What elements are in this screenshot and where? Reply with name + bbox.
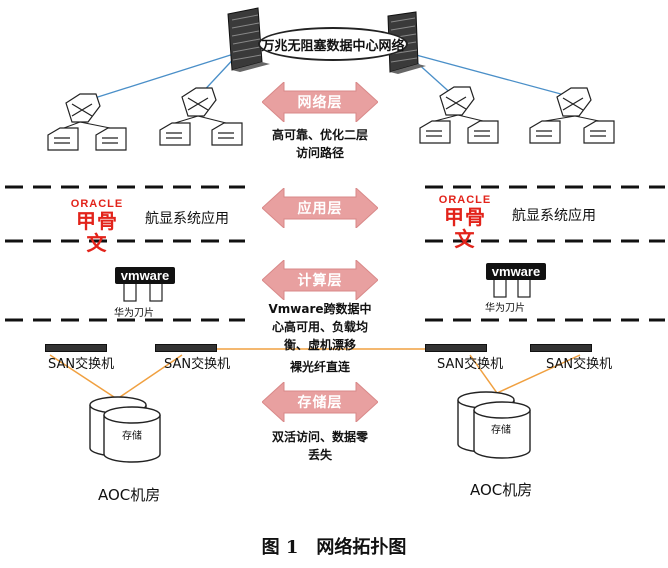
room-label-right: AOC机房 [470,481,533,499]
san-switch-label: SAN交换机 [164,357,231,372]
room-label-left: AOC机房 [98,486,161,504]
layer-label-storage: 存储层 [297,395,343,411]
oracle-logo-cn-text: 甲骨文 [444,205,486,251]
network-layer-description: 高可靠、优化二层访问路径 [271,128,368,160]
core-network-label: 万兆无阻塞数据中心网络 [261,38,405,54]
access-switch-icon [419,120,451,144]
vmware-logo-left: vmware [115,267,175,284]
network-layer-arrow: 网络层 [261,80,379,124]
fiber-link-label: 裸光纤直连 [290,360,351,374]
compute-layer-arrow: 计算层 [261,258,379,302]
san-switch-icon [425,344,487,352]
router-icon [181,87,217,117]
san-switch-label: SAN交换机 [48,357,115,372]
app-label-left: 航显系统应用 [145,211,229,227]
layer-label-compute: 计算层 [297,273,343,289]
blade-server-icon [493,278,531,298]
application-layer-arrow: 应用层 [261,186,379,230]
figure-caption: 图 1 网络拓扑图 [261,537,407,558]
access-switch-icon [159,122,191,146]
vmware-logo-right: vmware [486,263,546,280]
access-switch-icon [95,127,127,151]
oracle-logo-text: ORACLE [438,194,492,206]
blade-label-right: 华为刀片 [485,303,525,314]
core-switch-left [227,7,270,72]
access-switch-icon [211,122,243,146]
san-switch-icon [45,344,107,352]
access-switch-icon [47,127,79,151]
router-icon [556,87,592,117]
compute-layer-description: Vmware跨数据中心高可用、负载均衡、虚机漂移 [268,302,372,352]
oracle-logo-text: ORACLE [70,198,124,210]
oracle-logo-right: ORACLE 甲骨文 [434,194,496,250]
storage-layer-arrow: 存储层 [261,380,379,424]
layer-label-application: 应用层 [297,201,343,217]
blade-label-left: 华为刀片 [114,308,154,319]
san-switch-label: SAN交换机 [437,357,504,372]
storage-label-right: 存储 [491,425,511,436]
san-switch-icon [530,344,592,352]
storage-cylinder-icon [457,391,531,459]
router-icon [439,86,475,116]
san-switch-icon [155,344,217,352]
access-switch-icon [583,120,615,144]
oracle-logo-cn-text: 甲骨文 [76,209,118,255]
storage-label-left: 存储 [122,431,142,442]
storage-layer-description: 双活访问、数据零丢失 [271,430,368,462]
access-switch-icon [529,120,561,144]
san-switch-label: SAN交换机 [546,357,613,372]
access-switch-icon [467,120,499,144]
blade-server-icon [123,282,163,302]
core-network-ellipse: 万兆无阻塞数据中心网络 [258,27,408,61]
layer-label-network: 网络层 [297,95,343,111]
router-icon [65,93,101,123]
app-label-right: 航显系统应用 [512,208,596,224]
oracle-logo-left: ORACLE 甲骨文 [66,198,128,254]
storage-cylinder-icon [89,396,161,463]
